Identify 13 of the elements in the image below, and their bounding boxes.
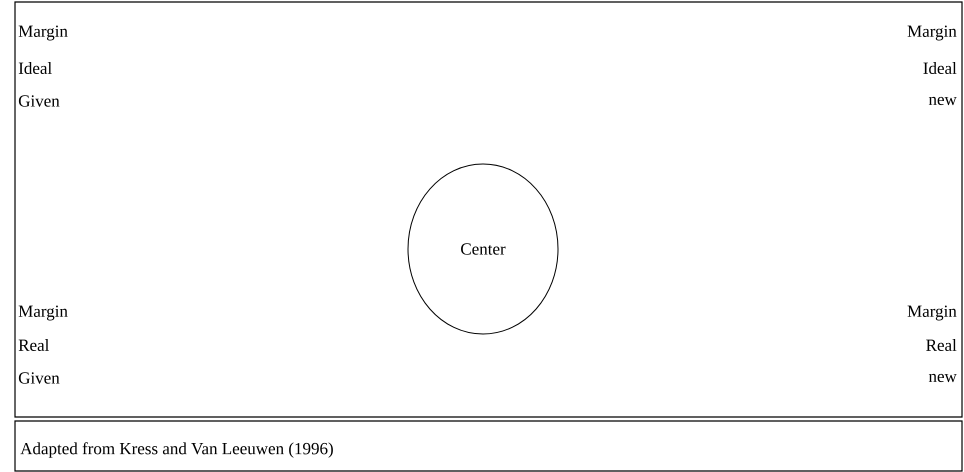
corner-label: Margin	[908, 26, 957, 40]
corner-label: Ideal	[18, 62, 52, 74]
corner-label: Given	[18, 372, 60, 384]
corner-label: Ideal	[923, 62, 956, 74]
corner-label: new	[928, 374, 957, 382]
corner-label: Given	[18, 95, 60, 107]
corner-label: Margin	[18, 306, 68, 320]
corner-label: Real	[926, 339, 956, 351]
corner-label: Margin	[908, 306, 957, 320]
corner-label: Margin	[18, 26, 68, 40]
corner-label: new	[928, 96, 957, 106]
corner-label: Real	[18, 339, 50, 351]
caption: Adapted from Kress and Van Leeuwen (1996)	[20, 442, 333, 458]
